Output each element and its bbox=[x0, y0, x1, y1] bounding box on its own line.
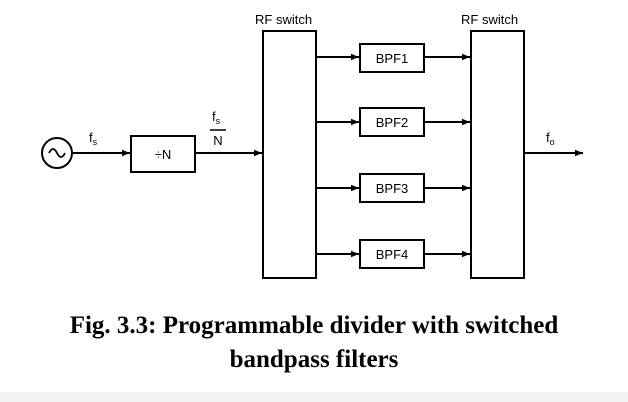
divider-block: ÷N bbox=[130, 135, 196, 173]
bpf2-block bbox=[359, 107, 425, 137]
figure-caption-line-2: bandpass filters bbox=[229, 346, 399, 373]
rf-switch-left-label: RF switch bbox=[255, 12, 312, 27]
output-signal-label: fo bbox=[546, 130, 555, 147]
divider-label: ÷N bbox=[155, 147, 172, 162]
svg-text:fs: fs bbox=[212, 109, 221, 126]
bpf3-label: BPF3 bbox=[376, 181, 409, 196]
bpf4-label: BPF4 bbox=[376, 247, 409, 262]
rf-switch-right bbox=[470, 30, 525, 279]
bpf1-block bbox=[359, 43, 425, 73]
filter-row-1: BPF1 bbox=[316, 43, 470, 73]
bpf1-label: BPF1 bbox=[376, 51, 409, 66]
input-signal-label: fs bbox=[89, 130, 98, 147]
filter-row-3: BPF3 bbox=[316, 173, 470, 203]
block-diagram: fs ÷N fs N RF switch RF switch BPF1 BPF2 bbox=[41, 12, 583, 279]
filter-row-2: BPF2 bbox=[316, 107, 470, 137]
divided-denominator: N bbox=[213, 133, 222, 148]
figure-caption-line-1: Fig. 3.3: Programmable divider with swit… bbox=[69, 312, 559, 339]
divided-signal-label: fs N bbox=[210, 109, 226, 148]
filter-row-4: BPF4 bbox=[316, 239, 470, 269]
bpf2-label: BPF2 bbox=[376, 115, 409, 130]
oscillator-source bbox=[41, 137, 73, 169]
rf-switch-right-label: RF switch bbox=[461, 12, 518, 27]
rf-switch-left bbox=[262, 30, 317, 279]
bottom-strip bbox=[0, 392, 628, 402]
bpf3-block bbox=[359, 173, 425, 203]
sine-wave-icon bbox=[48, 148, 66, 158]
